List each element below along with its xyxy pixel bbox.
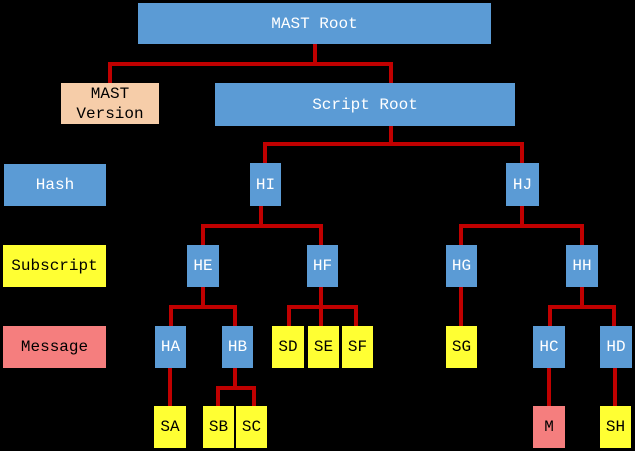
node-se: SE bbox=[308, 326, 339, 368]
connector-line-vertical bbox=[169, 305, 173, 326]
node-hc: HC bbox=[533, 326, 565, 368]
connector-line-vertical bbox=[108, 62, 112, 83]
connector-line-vertical bbox=[547, 368, 551, 406]
connector-line-vertical bbox=[201, 224, 205, 245]
node-sh: SH bbox=[600, 406, 631, 448]
node-sg: SG bbox=[446, 326, 477, 368]
node-sa: SA bbox=[154, 406, 186, 448]
connector-line-vertical bbox=[233, 305, 237, 326]
connector-line-vertical bbox=[313, 44, 317, 66]
node-mast-root: MAST Root bbox=[138, 3, 491, 44]
connector-line-vertical bbox=[259, 206, 263, 228]
node-hb: HB bbox=[222, 326, 253, 368]
node-sf: SF bbox=[342, 326, 373, 368]
connector-line-vertical bbox=[354, 305, 358, 326]
node-sb: SB bbox=[203, 406, 234, 448]
connector-line-vertical bbox=[216, 386, 220, 406]
connector-line-vertical bbox=[263, 142, 267, 163]
connector-line-vertical bbox=[580, 287, 584, 309]
connector-line-vertical bbox=[459, 224, 463, 245]
connector-line-vertical bbox=[520, 206, 524, 228]
node-he: HE bbox=[187, 245, 219, 287]
connector-line-horizontal bbox=[548, 305, 616, 309]
connector-line-vertical bbox=[548, 305, 552, 326]
connector-line-vertical bbox=[612, 305, 616, 326]
connector-line-vertical bbox=[580, 224, 584, 245]
node-ha: HA bbox=[155, 326, 186, 368]
node-mast-version: MAST Version bbox=[61, 83, 159, 124]
connector-line-horizontal bbox=[459, 224, 584, 228]
connector-line-vertical bbox=[613, 368, 617, 406]
node-hh: HH bbox=[566, 245, 598, 287]
connector-line-vertical bbox=[520, 142, 524, 163]
connector-line-horizontal bbox=[216, 386, 256, 390]
connector-line-vertical bbox=[168, 368, 172, 406]
connector-line-horizontal bbox=[108, 62, 393, 66]
connector-line-vertical bbox=[287, 305, 291, 326]
connector-line-horizontal bbox=[287, 305, 358, 309]
node-sd: SD bbox=[272, 326, 304, 368]
connector-line-horizontal bbox=[201, 224, 323, 228]
node-m: M bbox=[533, 406, 565, 448]
connector-line-vertical bbox=[389, 126, 393, 146]
connector-line-vertical bbox=[319, 224, 323, 245]
connector-line-vertical bbox=[389, 62, 393, 83]
node-hj: HJ bbox=[506, 163, 539, 206]
connector-line-horizontal bbox=[169, 305, 237, 309]
node-hd: HD bbox=[600, 326, 632, 368]
legend-message-label: Message bbox=[3, 326, 106, 368]
connector-line-vertical bbox=[252, 386, 256, 406]
connector-line-vertical bbox=[201, 287, 205, 309]
node-script-root: Script Root bbox=[215, 83, 515, 126]
legend-hash-label: Hash bbox=[4, 164, 106, 206]
node-hg: HG bbox=[446, 245, 477, 287]
legend-subscript-label: Subscript bbox=[3, 245, 106, 287]
connector-line-vertical bbox=[459, 287, 463, 326]
connector-line-vertical bbox=[233, 368, 237, 390]
node-sc: SC bbox=[236, 406, 267, 448]
connector-line-horizontal bbox=[263, 142, 524, 146]
node-hf: HF bbox=[307, 245, 338, 287]
node-hi: HI bbox=[250, 163, 281, 206]
